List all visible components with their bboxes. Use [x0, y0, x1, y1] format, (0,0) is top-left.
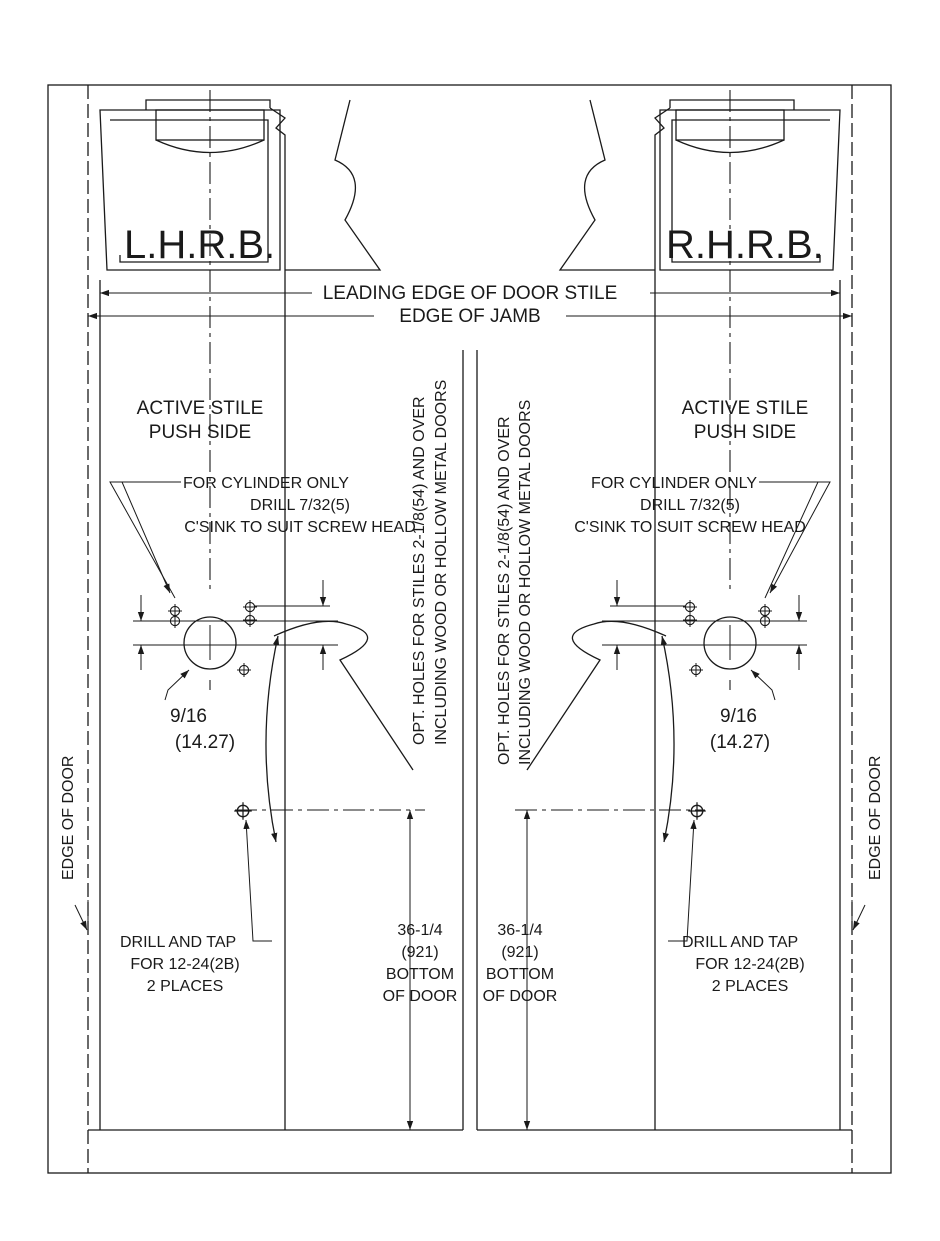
right-opt-holes-1: OPT. HOLES FOR STILES 2-1/8(54) AND OVER [496, 416, 513, 765]
left-lever [273, 620, 414, 771]
left-drill-tap-2: FOR 12-24(2B) [130, 956, 239, 973]
right-edge-of-door-label: EDGE OF DOOR [867, 756, 884, 880]
right-height-4: OF DOOR [483, 988, 558, 1005]
left-opt-holes-2: INCLUDING WOOD OR HOLLOW METAL DOORS [433, 380, 450, 745]
right-height-3: BOTTOM [486, 966, 554, 983]
right-cylinder-hole [703, 616, 757, 670]
left-active-stile: ACTIVE STILE [137, 398, 264, 419]
right-dim-1427: (14.27) [710, 732, 770, 753]
right-cylinder-note-1: FOR CYLINDER ONLY [591, 475, 757, 492]
left-height-4: OF DOOR [383, 988, 458, 1005]
left-drill-tap-1: DRILL AND TAP [120, 934, 236, 951]
right-drill-tap-3: 2 PLACES [712, 978, 788, 995]
right-cylinder-note-3: C'SINK TO SUIT SCREW HEAD [574, 519, 806, 536]
left-height-2: (921) [401, 944, 438, 961]
left-dim-916: 9/16 [170, 706, 207, 727]
right-drill-tap-2: FOR 12-24(2B) [695, 956, 804, 973]
left-cylinder-hole [183, 616, 237, 670]
edge-of-jamb-label: EDGE OF JAMB [399, 306, 540, 327]
leading-edge-label: LEADING EDGE OF DOOR STILE [323, 283, 618, 304]
lhrb-label: L.H.R.B. [124, 223, 275, 267]
right-active-stile: ACTIVE STILE [682, 398, 809, 419]
left-height-1: 36-1/4 [397, 922, 442, 939]
right-dim-916: 9/16 [720, 706, 757, 727]
left-cylinder-note-3: C'SINK TO SUIT SCREW HEAD [184, 519, 416, 536]
right-cylinder-note-2: DRILL 7/32(5) [640, 497, 740, 514]
left-dim-1427: (14.27) [175, 732, 235, 753]
right-opt-holes-2: INCLUDING WOOD OR HOLLOW METAL DOORS [517, 400, 534, 765]
left-cylinder-note-1: FOR CYLINDER ONLY [183, 475, 349, 492]
left-height-3: BOTTOM [386, 966, 454, 983]
rhrb-label: R.H.R.B. [666, 223, 824, 267]
right-height-1: 36-1/4 [497, 922, 542, 939]
right-height-2: (921) [501, 944, 538, 961]
right-lever [526, 620, 667, 771]
right-break-line [558, 99, 655, 271]
left-cylinder-note-2: DRILL 7/32(5) [250, 497, 350, 514]
right-drill-tap-1: DRILL AND TAP [682, 934, 798, 951]
drawing-border [47, 84, 892, 1174]
left-break-line [285, 99, 382, 271]
left-door [74, 85, 464, 1173]
left-edge-of-door-label: EDGE OF DOOR [60, 756, 77, 880]
left-opt-holes-1: OPT. HOLES FOR STILES 2-1/8(54) AND OVER [411, 396, 428, 745]
left-drill-tap-3: 2 PLACES [147, 978, 223, 995]
left-push-side: PUSH SIDE [149, 422, 251, 443]
right-push-side: PUSH SIDE [694, 422, 796, 443]
right-door [476, 85, 866, 1173]
